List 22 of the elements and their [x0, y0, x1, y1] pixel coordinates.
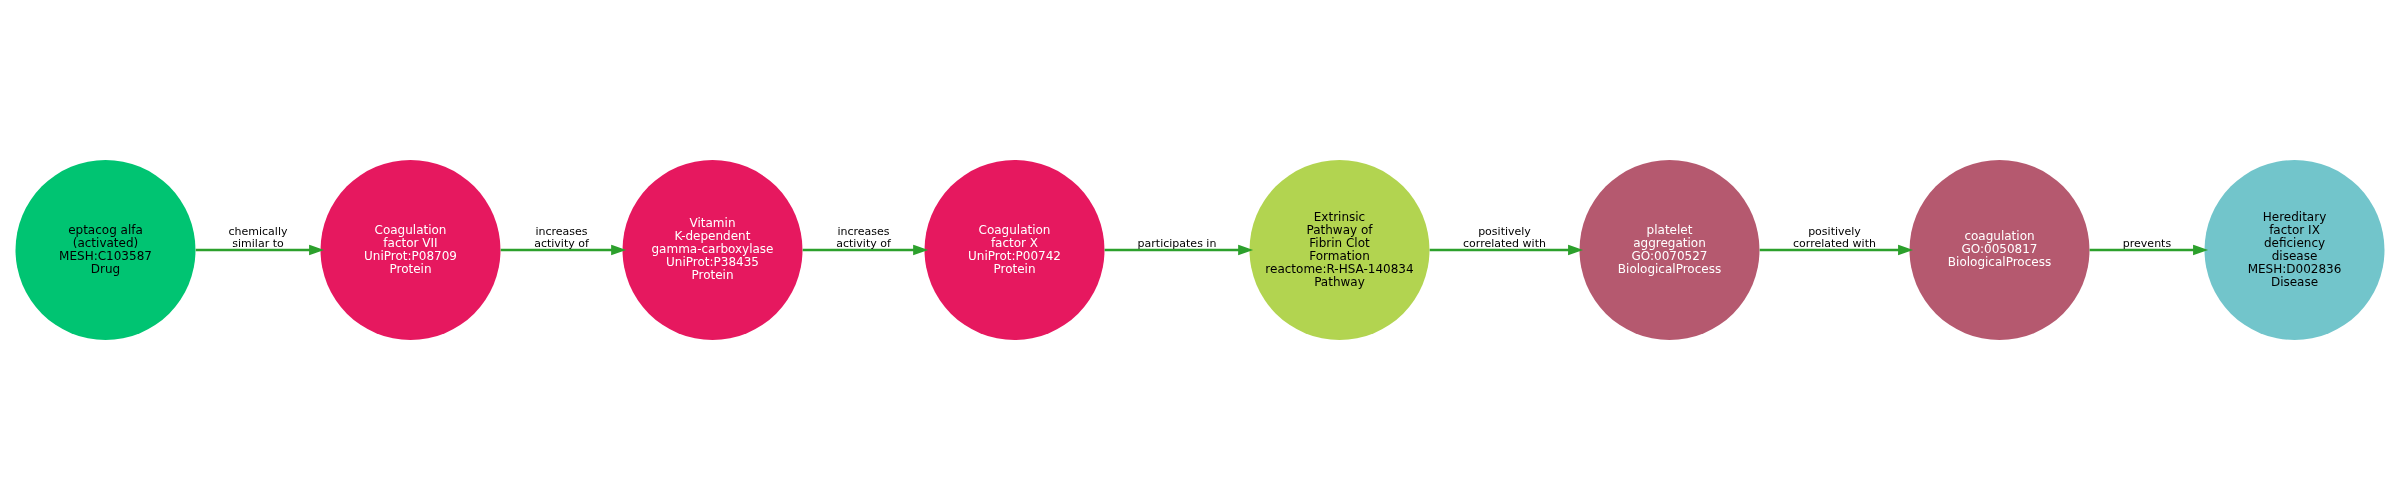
node-circle: Hereditary factor IX deficiency disease MESH:D002836 Disease: [2204, 160, 2385, 340]
edge-label: prevents: [2122, 236, 2172, 250]
edge-label: participates in: [1137, 236, 1217, 250]
arrow: [1104, 244, 1254, 256]
node-circle: Extrinsic Pathway of Fibrin Clot Formation reactome:R-HSA-140834 Pathway: [1249, 160, 1430, 340]
arrow: [1759, 244, 1914, 256]
node-circle: Vitamin K-dependent gamma-carboxylase UniProt:P38435 Protein: [622, 160, 803, 340]
edge-label: increases activity of: [836, 224, 891, 250]
arrow: [802, 244, 929, 256]
node-circle: eptacog alfa (activated) MESH:C103587 Drug: [15, 160, 196, 340]
arrow: [195, 244, 325, 256]
node-circle: Coagulation factor X UniProt:P00742 Protein: [924, 160, 1105, 340]
edge-label: positively correlated with: [1463, 224, 1546, 250]
node-circle: coagulation GO:0050817 BiologicalProcess: [1909, 160, 2090, 340]
node-circle: Coagulation factor VII UniProt:P08709 Protein: [320, 160, 501, 340]
edge-label: increases activity of: [534, 224, 589, 250]
arrow: [500, 244, 627, 256]
edge-label: positively correlated with: [1793, 224, 1876, 250]
arrow: [2089, 244, 2209, 256]
node-circle: platelet aggregation GO:0070527 BiologicalProcess: [1579, 160, 1760, 340]
arrow: [1429, 244, 1584, 256]
edge-label: chemically similar to: [228, 224, 288, 250]
